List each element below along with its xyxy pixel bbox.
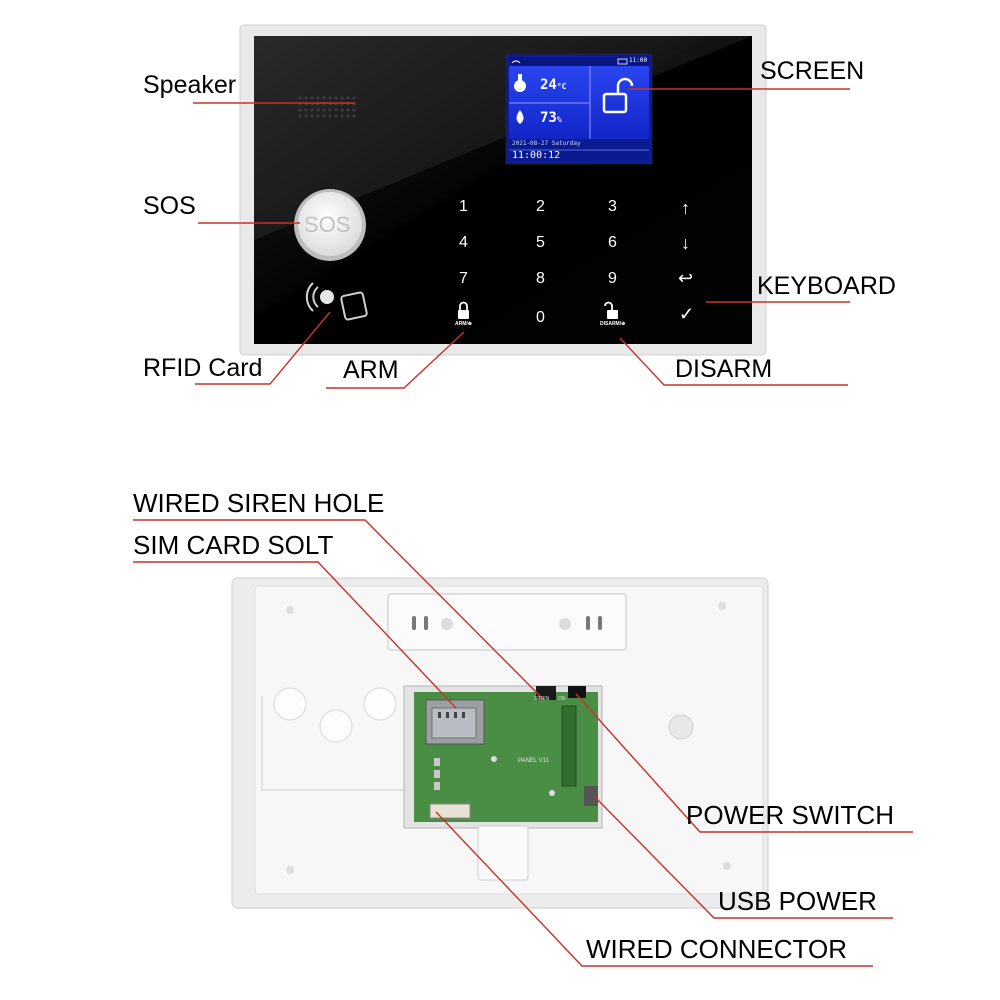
- usb-port: [584, 786, 598, 806]
- sim-card-slot-callout: SIM CARD SOLT: [133, 530, 334, 560]
- lcd-screen: [505, 53, 653, 165]
- key-down: ↓: [681, 233, 690, 253]
- power-switch-line: [575, 693, 913, 833]
- sos-button: [294, 189, 366, 261]
- key-6: 6: [608, 234, 617, 251]
- key-2: 2: [536, 198, 545, 215]
- usb-power-line: [593, 795, 893, 919]
- back-panel: [231, 577, 769, 909]
- siren-hole-line: [133, 519, 545, 701]
- disarm-callout: DISARM: [675, 355, 773, 383]
- lcd-humidity: 73%: [540, 110, 562, 126]
- key-0: 0: [536, 309, 545, 326]
- key-5: 5: [536, 234, 545, 251]
- pcb-siren-label: SIREN: [534, 696, 550, 702]
- disarm-line: [619, 337, 848, 386]
- wired-connector-line: [435, 811, 873, 967]
- lcd-humidity-value: 73: [540, 110, 557, 126]
- sos-button-label: SOS: [304, 212, 351, 237]
- lcd-status-time: 11:00: [629, 57, 648, 64]
- keyboard-callout: KEYBOARD: [757, 272, 896, 300]
- sos-callout: SOS: [143, 192, 196, 220]
- lcd-temperature-unit: °C: [556, 82, 567, 91]
- front-callout-lines: [193, 88, 850, 389]
- wired-connector-block: [429, 803, 471, 819]
- arm-key-lock-icon: [458, 301, 469, 319]
- key-back: ↩: [678, 268, 694, 288]
- pcb-board-label: PANEL V11: [518, 758, 549, 764]
- pcb-on-label: ON: [558, 696, 566, 702]
- key-up: ↑: [681, 198, 690, 218]
- key-1: 1: [459, 198, 468, 215]
- key-8: 8: [536, 270, 545, 287]
- lcd-date: 2021-08-27 Saturday: [512, 140, 581, 147]
- rfid-icon: [305, 282, 368, 321]
- lcd-time: 11:00:12: [512, 150, 561, 161]
- disarm-key-unlock-icon: [604, 301, 618, 319]
- power-switch-callout: POWER SWITCH: [686, 800, 894, 830]
- usb-power-callout: USB POWER: [718, 886, 877, 916]
- front-panel: [239, 24, 767, 356]
- lcd-temperature: 24°C: [540, 77, 567, 93]
- wall-bracket: [387, 593, 627, 651]
- screen-callout: SCREEN: [760, 57, 865, 85]
- key-9: 9: [608, 270, 617, 287]
- rfid-line: [195, 311, 331, 385]
- rfid-card-callout: RFID Card: [143, 354, 263, 382]
- lcd-humidity-unit: %: [556, 115, 562, 124]
- lcd-temperature-value: 24: [540, 77, 557, 93]
- power-switch: [568, 686, 586, 698]
- arm-key-label: ARM/⊕: [455, 321, 472, 327]
- arm-callout: ARM: [343, 356, 399, 384]
- sim-slot-line: [133, 561, 457, 709]
- key-4: 4: [459, 234, 468, 251]
- disarm-key-label: DISARM/⊕: [600, 321, 626, 327]
- arm-line: [326, 331, 465, 389]
- key-confirm: ✓: [679, 304, 695, 324]
- speaker-callout: Speaker: [143, 71, 237, 99]
- key-7: 7: [459, 270, 468, 287]
- back-callout-lines: [133, 519, 913, 967]
- key-3: 3: [608, 198, 617, 215]
- wired-siren-hole-callout: WIRED SIREN HOLE: [133, 488, 385, 518]
- wired-connector-callout: WIRED CONNECTOR: [586, 934, 847, 964]
